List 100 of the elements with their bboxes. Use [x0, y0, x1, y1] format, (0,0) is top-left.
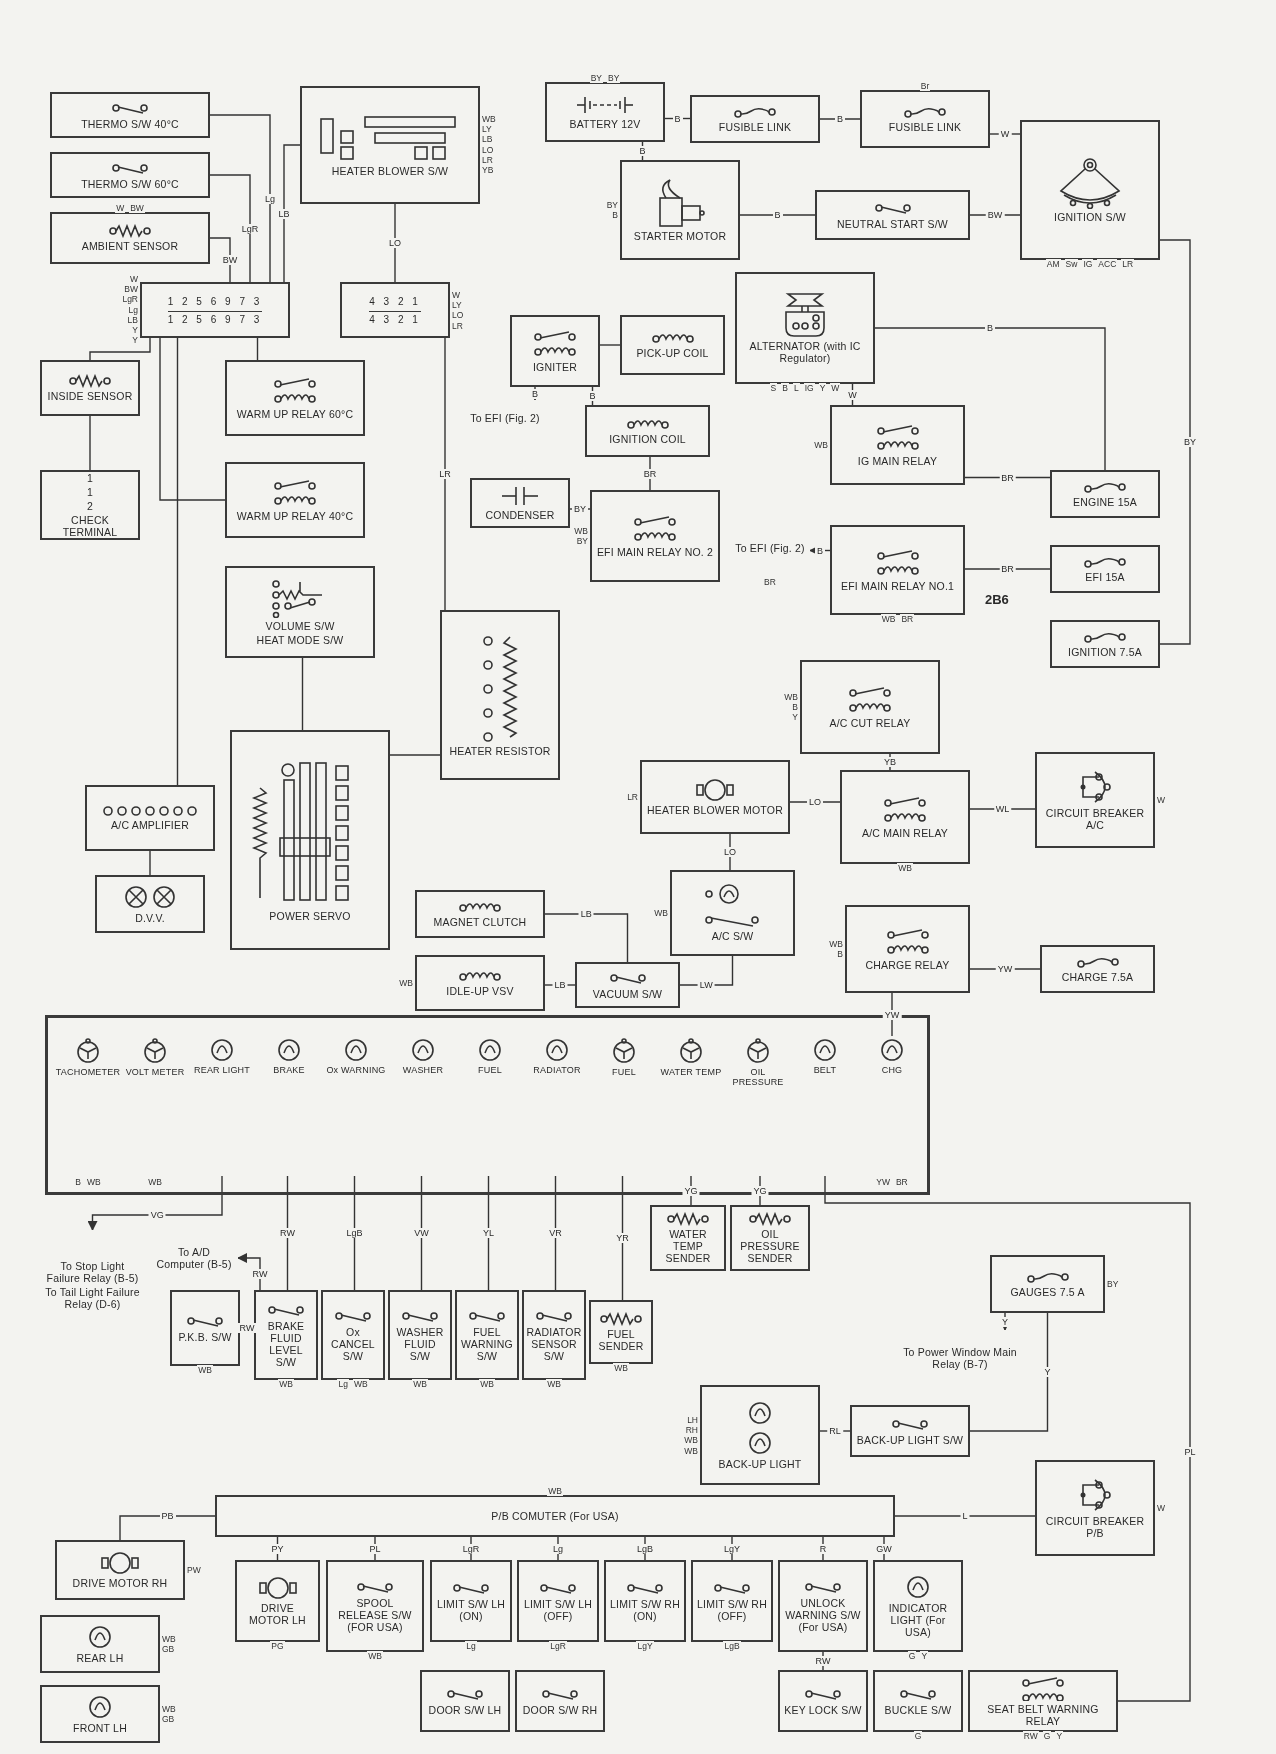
component-label: SPOOL RELEASE S/W (FOR USA) — [337, 1596, 413, 1634]
component-label: RADIATOR — [533, 1065, 581, 1076]
wire-code-label: WL — [993, 804, 1012, 814]
wire-code-label: LR — [437, 469, 453, 479]
wire-code: WB — [86, 1177, 102, 1188]
component-label: HEATER BLOWER S/W — [331, 164, 449, 178]
wire-code-label: LgR — [460, 1543, 482, 1554]
wire — [119, 1515, 216, 1541]
wire-code: PG — [270, 1641, 285, 1652]
wire-code-label: VW — [412, 1228, 431, 1238]
component-label: WARM UP RELAY 60°C — [236, 407, 354, 421]
wire-code: LR — [481, 155, 494, 166]
wire-code: BR — [894, 1177, 909, 1188]
component-label: P/B COMUTER (For USA) — [491, 1509, 619, 1523]
wire-code: WB — [367, 1651, 383, 1662]
wire-code-label: BY — [572, 504, 588, 514]
wire — [159, 337, 226, 501]
wire-code: WB — [161, 1703, 177, 1714]
wire-code: W — [128, 274, 139, 285]
component-label: Ox WARNING — [326, 1065, 386, 1076]
component-label: AMBIENT SENSOR — [81, 239, 179, 253]
wire-code: LH — [686, 1414, 699, 1425]
wire-code: LgR — [121, 294, 139, 305]
component-label: FUEL — [612, 1067, 636, 1078]
wire-code: BY — [1106, 1278, 1120, 1290]
component-label: OIL PRESSURE SENDER — [739, 1227, 801, 1265]
wire-code-label: B — [587, 391, 598, 401]
component-label: IGNITER — [533, 360, 577, 374]
wire-code: WB — [161, 1633, 177, 1644]
wire-code: LO — [451, 310, 465, 321]
wire — [389, 754, 441, 756]
wire-code: WB — [653, 907, 669, 919]
component-label: DOOR S/W LH — [428, 1703, 502, 1717]
wire-code: B — [781, 383, 789, 394]
wire — [1159, 239, 1191, 645]
wire-code-label: RW — [237, 1323, 257, 1333]
component-label: VACUUM S/W — [592, 987, 663, 1001]
wire-code-label: W — [998, 129, 1012, 139]
wire-code-label: LB — [276, 208, 292, 219]
wire — [286, 1175, 289, 1291]
component-label: CHARGE RELAY — [865, 958, 950, 972]
component-label: BACK-UP LIGHT S/W — [856, 1433, 964, 1447]
component-label: TACHOMETER — [55, 1067, 121, 1078]
wire-code: B — [74, 1177, 82, 1188]
wire-code: ACC — [1097, 259, 1118, 270]
wire-code-label: BW — [220, 255, 240, 265]
component-label: FUSIBLE LINK — [888, 120, 962, 134]
wire-code-label: Lg — [551, 1543, 565, 1554]
wire-code-label: YW — [882, 1009, 902, 1020]
component-label: LIMIT S/W RH (ON) — [609, 1597, 681, 1623]
wire-code-label: PL — [1182, 1447, 1198, 1457]
wire-code-label: YR — [614, 1233, 631, 1243]
component-label: BUCKLE S/W — [884, 1703, 952, 1717]
wire-code-label: LgB — [635, 1543, 655, 1554]
component-label: BACK-UP LIGHT — [718, 1457, 802, 1471]
component-label: EFI MAIN RELAY NO. 2 — [596, 545, 714, 559]
wire-code: BY — [605, 199, 619, 210]
component-label: FUSIBLE LINK — [718, 120, 792, 134]
component-label: WATER TEMP — [660, 1067, 722, 1078]
wire — [209, 237, 231, 283]
wire-code: RH — [684, 1424, 699, 1435]
component-label: KEY LOCK S/W — [784, 1703, 862, 1717]
wire-code-label: BW — [985, 210, 1005, 220]
wire-code: LB — [481, 134, 494, 145]
wire — [824, 1175, 1191, 1702]
destination-note: To A/D Computer (B-5) — [155, 1245, 233, 1271]
wire — [621, 1175, 624, 1301]
component-label: ENGINE 15A — [1073, 495, 1137, 509]
destination-note: To Stop Light Failure Relay (B-5) — [45, 1259, 140, 1284]
wire — [283, 144, 301, 283]
component-label: CIRCUIT BREAKER P/B — [1044, 1514, 1146, 1540]
wire-code: G — [1042, 1731, 1052, 1742]
wire — [353, 1175, 356, 1291]
destination-note: To Power Window Main Relay (B-7) — [903, 1345, 1017, 1371]
component-label: IG MAIN RELAY — [857, 454, 938, 468]
wire-code: IG — [803, 383, 815, 394]
component-label: FUEL — [478, 1065, 502, 1076]
wire-code-label: Y — [1000, 1316, 1010, 1327]
wire — [209, 174, 251, 283]
wire-code-label: B — [530, 388, 540, 399]
wire-code: B — [791, 701, 799, 713]
wire-code: Y — [791, 712, 799, 723]
component-label: DRIVE MOTOR LH — [248, 1601, 307, 1627]
signal-arrow — [87, 1175, 223, 1231]
wire-code: LgY — [636, 1641, 654, 1652]
wire-code-label: B — [835, 114, 845, 124]
wire-code-label: BR — [999, 472, 1016, 483]
component-label: LIMIT S/W LH (OFF) — [522, 1597, 594, 1623]
wire-code-label: L — [960, 1511, 970, 1521]
wire-code-label: LO — [807, 797, 823, 807]
component-label: ALTERNATOR (with IC Regulator) — [748, 339, 862, 365]
component-label: DRIVE MOTOR RH — [72, 1576, 168, 1590]
wire-code: WB — [613, 1363, 629, 1374]
wire-code: BY — [575, 536, 589, 547]
wire-code-label: LgY — [722, 1543, 742, 1554]
wire-code-label: B — [985, 323, 995, 333]
wire-code-label: YG — [682, 1185, 700, 1196]
component-label: HEAT MODE S/W — [256, 634, 344, 647]
component-label: IGNITION S/W — [1054, 210, 1126, 224]
wire-code-label: LB — [578, 909, 594, 919]
